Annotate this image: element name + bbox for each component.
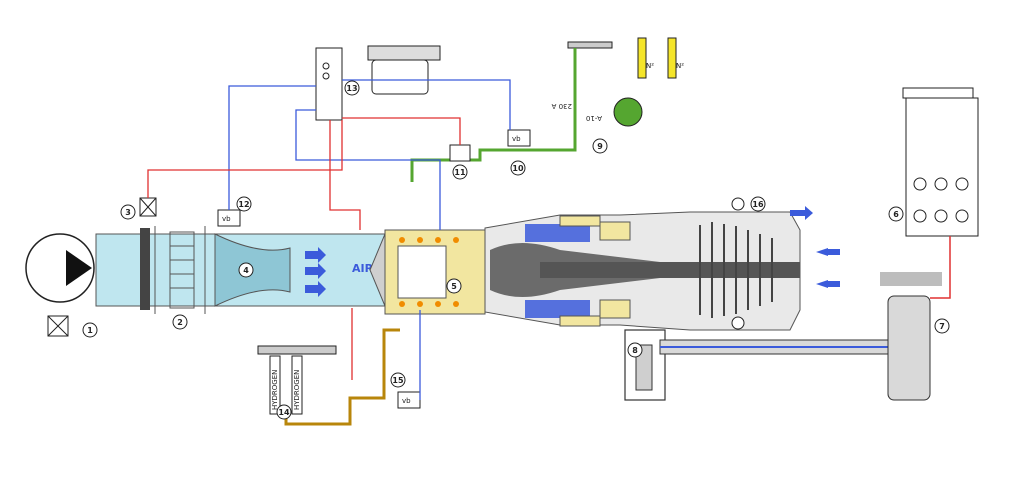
svg-text:vb: vb: [402, 397, 411, 405]
heater-control-box: [139, 197, 157, 217]
callout-circle: [934, 318, 950, 334]
fuel-system: vb 230 A A-10 N² N²: [410, 37, 684, 182]
svg-text:vb: vb: [222, 215, 231, 223]
callout-circle: [446, 278, 462, 294]
callout-number: 6: [893, 210, 899, 219]
callout-number: 5: [451, 282, 457, 291]
callout-circle: [238, 262, 254, 278]
exhaust-arrows: [790, 206, 840, 288]
callout-circle: [390, 372, 406, 388]
dyno-control-panel: [902, 87, 979, 299]
callout-number: 10: [512, 164, 524, 173]
callout-circle: [82, 322, 98, 338]
compressor-blades: [699, 222, 773, 318]
signal-lines: [147, 79, 511, 400]
svg-text:HYDROGEN: HYDROGEN: [293, 370, 301, 410]
flow-straightener: [169, 231, 195, 309]
svg-text:N²: N²: [676, 62, 684, 70]
callout-number: 11: [454, 168, 466, 177]
callout-circle: [172, 314, 188, 330]
svg-text:vb: vb: [512, 135, 521, 143]
callout-circle: [627, 342, 643, 358]
air-label: AIR: [352, 262, 374, 275]
heater-element: [140, 228, 150, 310]
callout-circle: [276, 404, 292, 420]
callout-number: 12: [238, 200, 249, 209]
callout-number: 9: [597, 142, 603, 151]
combustor-section: [369, 229, 486, 315]
control-computer: [315, 45, 441, 121]
callout-number: 3: [125, 208, 131, 217]
callout-circle: [888, 206, 904, 222]
callout-circle: [592, 138, 608, 154]
hydrogen-supply: HYDROGEN HYDROGEN vb: [257, 328, 421, 426]
fan-direction-icon: [66, 250, 92, 286]
blower-fan: [25, 233, 95, 337]
callout-number: 14: [278, 408, 290, 417]
gearbox-shaft: [624, 272, 942, 401]
callout-number: 7: [939, 322, 945, 331]
gas-turbine-engine: [484, 197, 840, 331]
callout-number: 1: [87, 326, 93, 335]
callout-number: 4: [243, 266, 249, 275]
callout-number: 13: [346, 84, 357, 93]
callout-number: 8: [632, 346, 638, 355]
callout-circle: [452, 164, 468, 180]
callout-circle: [750, 196, 766, 212]
callout-circle: [344, 80, 360, 96]
svg-text:HYDROGEN: HYDROGEN: [271, 370, 279, 410]
callout-circle: [120, 204, 136, 220]
air-flow-arrows: [305, 247, 326, 297]
callout-number: 2: [177, 318, 183, 327]
svg-text:A-10: A-10: [586, 114, 602, 122]
callout-circle: [510, 160, 526, 176]
svg-text:230 A: 230 A: [551, 102, 572, 110]
callout-circle: [236, 196, 252, 212]
callout-number: 16: [752, 200, 764, 209]
svg-text:N²: N²: [646, 62, 654, 70]
vibration-box-12: vb: [217, 209, 241, 227]
callout-number: 15: [392, 376, 404, 385]
